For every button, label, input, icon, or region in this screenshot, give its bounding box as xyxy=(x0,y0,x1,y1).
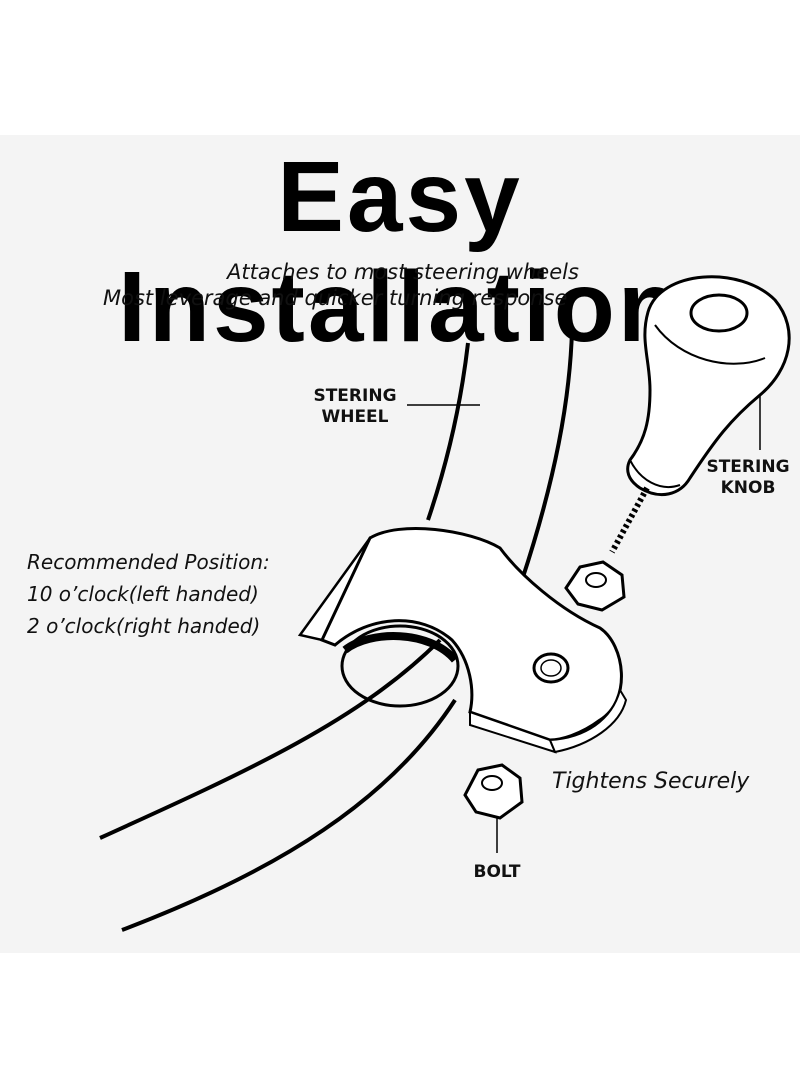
knob-icon xyxy=(609,275,791,554)
tightens-caption: Tightens Securely xyxy=(552,769,750,794)
knob-label: STERING KNOB xyxy=(698,457,798,499)
wheel-rim-lower-outer xyxy=(99,638,442,840)
wheel-label-line-1: STERING xyxy=(313,386,397,406)
wheel-rim-lower-inner xyxy=(121,698,457,932)
position-left: 10 o’clock(left handed) xyxy=(27,582,259,606)
position-heading: Recommended Position: xyxy=(27,550,270,574)
knob-label-line-1: STERING xyxy=(706,457,790,477)
bolt-nut-icon xyxy=(463,763,524,853)
clamp-icon xyxy=(297,527,628,754)
wheel-label: STERING WHEEL xyxy=(300,386,410,428)
wheel-label-line-2: WHEEL xyxy=(321,407,389,427)
bolt-label: BOLT xyxy=(473,862,521,882)
knob-label-line-2: KNOB xyxy=(720,478,776,498)
page-title: Easy Installation xyxy=(118,141,682,363)
wheel-rim-arc-left xyxy=(426,342,470,521)
tagline-2: Most leverage and quicker turning respon… xyxy=(103,286,568,310)
wheel-rim-arc-right xyxy=(520,329,574,581)
position-right: 2 o’clock(right handed) xyxy=(27,614,261,638)
tagline-1: Attaches to most steering wheels xyxy=(227,260,579,284)
nut-icon xyxy=(564,560,626,612)
